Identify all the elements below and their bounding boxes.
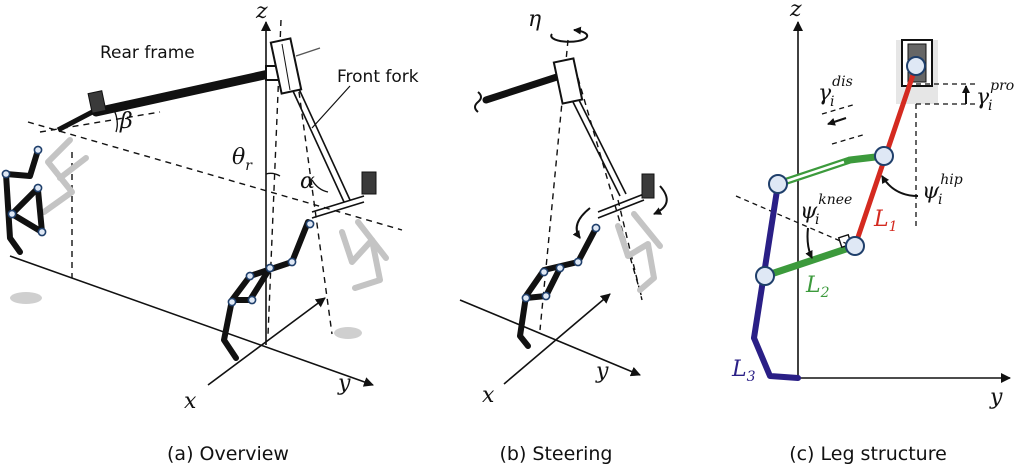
axis-label-z: z xyxy=(789,0,802,22)
axes-overview xyxy=(9,21,374,387)
gamma-dis-arrow xyxy=(827,117,847,126)
link-L2 xyxy=(761,242,859,280)
gamma-pro-symbol: γ xyxy=(976,85,990,110)
theta-subscript: r xyxy=(245,158,253,174)
break-mark xyxy=(474,91,482,113)
near-rear-leg xyxy=(1,145,47,255)
panel-steering: η x y xyxy=(459,7,668,408)
label-gamma-pro: γpro xyxy=(976,78,1014,110)
label-psi-hip-sub: i xyxy=(938,192,942,208)
ground-shadow xyxy=(10,292,42,304)
label-L1: L1 xyxy=(873,207,898,235)
label-psi-hip: ψhip xyxy=(922,172,963,204)
eta-rotation-arrow xyxy=(550,26,589,43)
label-psi-knee-sub: i xyxy=(815,212,819,228)
axes-leg-structure xyxy=(793,21,1011,383)
label-front-fork: Front fork xyxy=(337,67,419,87)
L1-symbol: L xyxy=(873,207,889,232)
psi-hip-superscript: hip xyxy=(940,172,962,188)
L3-symbol: L xyxy=(731,357,747,382)
psi-knee-symbol: ψ xyxy=(800,199,818,224)
gamma-dis-superscript: dis xyxy=(832,74,853,90)
psi-knee-arrow xyxy=(805,227,813,259)
front-fork xyxy=(269,37,377,219)
panel-leg-structure: z y γpro i γdis i ψhip i ψknee i L1 L2 L… xyxy=(731,0,1014,410)
label-gamma-dis: γdis xyxy=(818,74,853,106)
link-L3 xyxy=(751,181,781,341)
label-psi-knee: ψknee xyxy=(800,192,852,224)
psi-knee-superscript: knee xyxy=(818,192,852,208)
label-gamma-pro-sub: i xyxy=(988,98,992,114)
construction-lines-steering xyxy=(539,39,643,331)
axis-label-x: x xyxy=(184,389,197,414)
far-leg-steering xyxy=(615,211,663,293)
caption-leg-structure: (c) Leg structure xyxy=(789,443,947,465)
label-L2: L2 xyxy=(805,273,830,301)
construction-lines-overview xyxy=(27,19,403,336)
label-rear-frame: Rear frame xyxy=(100,43,195,63)
joints-rear-leg xyxy=(1,145,47,237)
axis-label-y: y xyxy=(337,371,351,396)
theta-arc xyxy=(265,172,281,177)
label-L3: L3 xyxy=(731,357,756,385)
rear-frame-stub xyxy=(482,72,564,104)
axis-label-x: x xyxy=(482,383,495,408)
leg-rotation-arrow-right xyxy=(653,185,668,215)
far-rear-leg xyxy=(41,137,89,215)
caption-overview: (a) Overview xyxy=(167,443,289,465)
psi-hip-symbol: ψ xyxy=(922,179,940,204)
near-leg-steering xyxy=(517,223,601,349)
ground-shadow xyxy=(334,327,362,339)
leg-rotation-arrow-left xyxy=(572,207,591,239)
link-distal-slider xyxy=(776,152,888,188)
psi-hip-arrow xyxy=(881,175,919,197)
joints-front-leg xyxy=(227,219,315,307)
L2-symbol: L xyxy=(805,273,821,298)
joints-leg-structure xyxy=(755,56,926,286)
label-theta-r: θr xyxy=(232,145,253,174)
front-fork-leader xyxy=(311,85,351,129)
gamma-dis-symbol: γ xyxy=(818,81,832,106)
axis-label-z: z xyxy=(255,0,268,24)
axis-label-y: y xyxy=(595,359,609,384)
axes-steering xyxy=(459,293,641,385)
L2-subscript: 2 xyxy=(820,285,830,301)
near-front-leg xyxy=(221,219,315,361)
beta-arc xyxy=(111,105,118,133)
alpha-arc xyxy=(311,179,329,193)
L1-subscript: 1 xyxy=(889,219,898,235)
rear-frame xyxy=(56,65,283,133)
label-alpha: α xyxy=(300,169,315,194)
L3-subscript: 3 xyxy=(747,369,756,385)
panel-overview: Rear frame Front fork β θr α z x y xyxy=(1,0,419,414)
far-front-leg xyxy=(339,219,389,291)
link-L3-foot xyxy=(751,335,801,381)
label-beta: β xyxy=(119,109,133,134)
gamma-pro-superscript: pro xyxy=(990,78,1014,94)
label-gamma-dis-sub: i xyxy=(830,94,834,110)
theta-symbol: θ xyxy=(232,145,245,170)
axis-label-y: y xyxy=(989,385,1003,410)
caption-steering: (b) Steering xyxy=(499,443,612,465)
steering-head xyxy=(552,57,655,219)
label-eta: η xyxy=(528,7,541,32)
joints-leg-steering xyxy=(521,223,601,303)
